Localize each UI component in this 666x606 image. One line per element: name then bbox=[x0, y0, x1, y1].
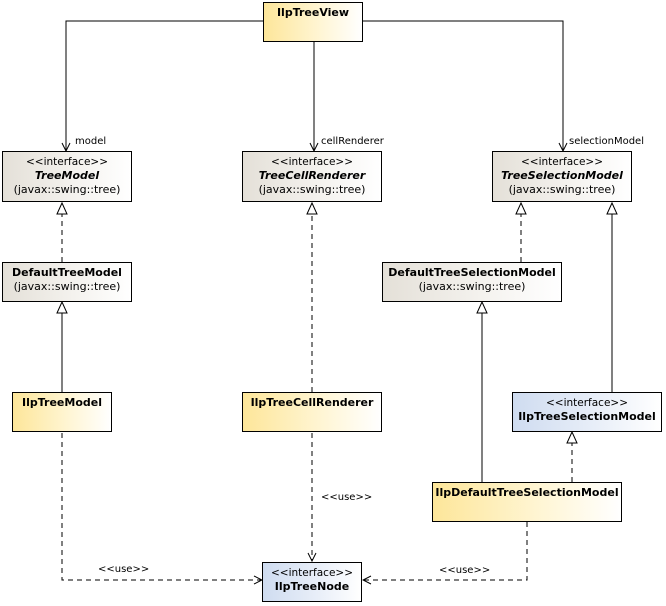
class-title: IlpTreeView bbox=[276, 6, 350, 19]
class-ilp-tree-selection-model[interactable]: <<interface>> IlpTreeSelectionModel bbox=[512, 392, 662, 432]
edge-use-ilp-tree-model bbox=[61, 433, 262, 580]
class-tree-cell-renderer[interactable]: <<interface>> TreeCellRenderer (javax::s… bbox=[242, 151, 382, 202]
edge-selection-model bbox=[362, 20, 563, 151]
class-title: IlpTreeSelectionModel bbox=[518, 410, 656, 423]
class-ilp-default-tree-selection-model[interactable]: IlpDefaultTreeSelectionModel bbox=[432, 482, 622, 522]
class-title: IlpTreeModel bbox=[22, 396, 102, 409]
edge-label-selection-model: selectionModel bbox=[569, 136, 644, 147]
edge-label-cell-renderer: cellRenderer bbox=[321, 136, 384, 147]
class-package: (javax::swing::tree) bbox=[418, 280, 526, 293]
edge-label-use: <<use>> bbox=[321, 492, 373, 503]
class-default-tree-selection-model[interactable]: DefaultTreeSelectionModel (javax::swing:… bbox=[382, 262, 562, 302]
class-ilp-tree-cell-renderer[interactable]: IlpTreeCellRenderer bbox=[242, 392, 382, 432]
class-tree-model[interactable]: <<interface>> TreeModel (javax::swing::t… bbox=[2, 151, 132, 202]
edge-label-use: <<use>> bbox=[439, 565, 491, 576]
class-stereotype: <<interface>> bbox=[25, 156, 109, 168]
class-title: IlpDefaultTreeSelectionModel bbox=[435, 486, 619, 499]
edge-label-model: model bbox=[75, 136, 107, 147]
class-title: IlpTreeNode bbox=[274, 580, 350, 593]
class-default-tree-model[interactable]: DefaultTreeModel (javax::swing::tree) bbox=[2, 262, 132, 302]
class-ilp-tree-node[interactable]: <<interface>> IlpTreeNode bbox=[262, 562, 362, 602]
class-stereotype: <<interface>> bbox=[520, 156, 604, 168]
edge-model bbox=[66, 20, 264, 151]
class-package: (javax::swing::tree) bbox=[258, 183, 366, 196]
class-title: TreeCellRenderer bbox=[258, 169, 366, 182]
class-title: IlpTreeCellRenderer bbox=[250, 396, 374, 409]
class-title: DefaultTreeSelectionModel bbox=[388, 266, 556, 279]
class-title: DefaultTreeModel bbox=[12, 266, 122, 279]
class-package: (javax::swing::tree) bbox=[13, 183, 121, 196]
class-ilp-tree-model[interactable]: IlpTreeModel bbox=[12, 392, 112, 432]
class-title: TreeModel bbox=[34, 169, 100, 182]
class-stereotype: <<interface>> bbox=[270, 567, 354, 579]
class-stereotype: <<interface>> bbox=[545, 397, 629, 409]
class-package: (javax::swing::tree) bbox=[508, 183, 616, 196]
edge-label-use: <<use>> bbox=[98, 564, 150, 575]
class-ilp-tree-view[interactable]: IlpTreeView bbox=[263, 2, 363, 42]
class-package: (javax::swing::tree) bbox=[13, 280, 121, 293]
class-tree-selection-model[interactable]: <<interface>> TreeSelectionModel (javax:… bbox=[492, 151, 632, 202]
class-stereotype: <<interface>> bbox=[270, 156, 354, 168]
class-title: TreeSelectionModel bbox=[501, 169, 623, 182]
edge-use-ilp-default-selection bbox=[363, 522, 528, 580]
